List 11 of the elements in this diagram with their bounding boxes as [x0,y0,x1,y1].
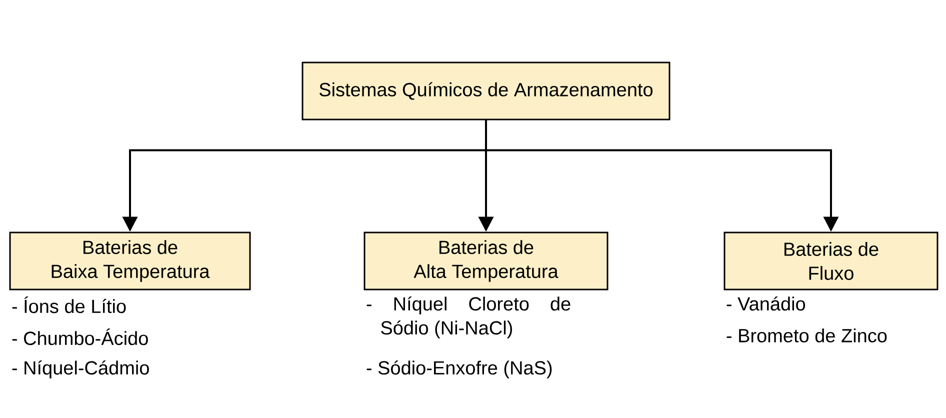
title-box: Sistemas Químicos de Armazenamento [302,62,670,120]
list-item: - Brometo de Zinco [726,328,887,342]
list-item: - Níquel-Cádmio [12,360,149,378]
list-item: - Sódio-Enxofre (NaS) [366,360,552,378]
list-item: - Íons de Lítio [12,296,126,314]
category-box: Baterias de Alta Temperatura [364,232,608,290]
category-box: Baterias de Fluxo [724,232,938,290]
list-item: - Vanádio [726,296,806,311]
category-box: Baterias de Baixa Temperatura [9,232,251,290]
list-item: - Chumbo-Ácido [12,328,148,346]
list-item: - Níquel Cloreto de Sódio (Ni-NaCl) [366,296,570,338]
